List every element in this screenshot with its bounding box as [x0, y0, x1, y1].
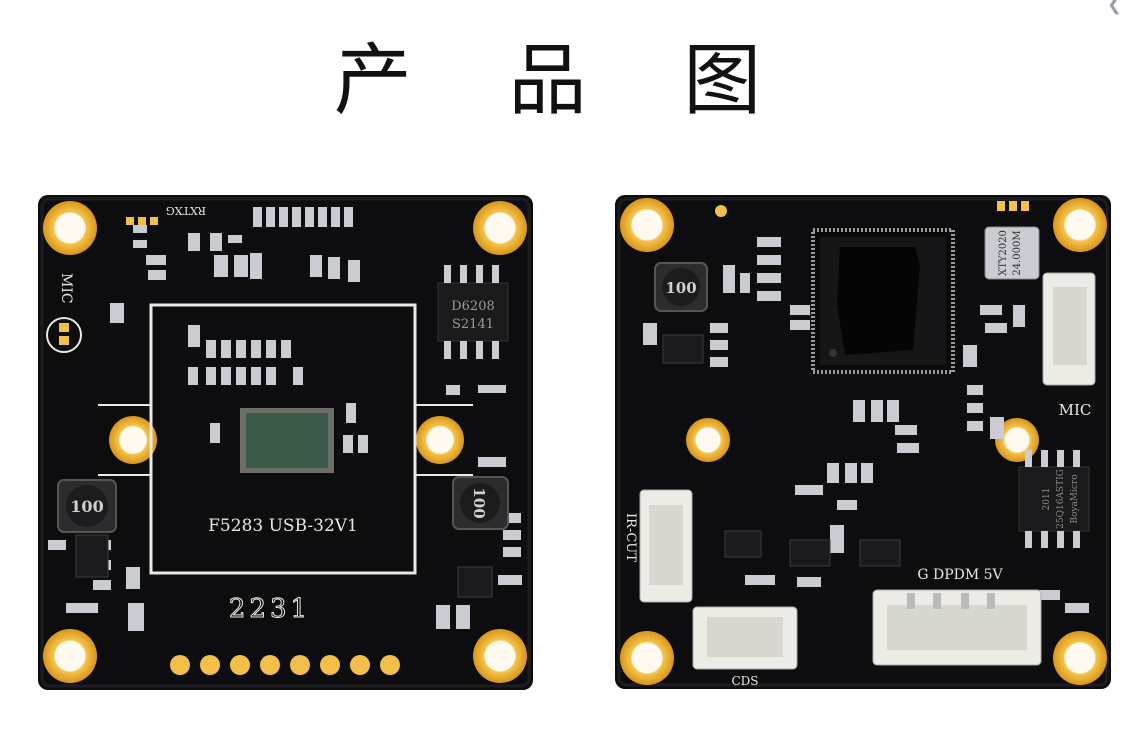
- svg-text:100: 100: [470, 487, 488, 518]
- svg-text:2011: 2011: [1042, 488, 1052, 511]
- crystal-oscillator: XTY2020 24.000M: [984, 226, 1040, 280]
- chevron-icon: ❮: [1107, 0, 1123, 15]
- svg-text:24.000M: 24.000M: [1012, 230, 1023, 275]
- rxtx-label: RXTXG: [166, 204, 206, 217]
- svg-text:BoyaMicro: BoyaMicro: [1070, 474, 1080, 523]
- mic-label: MIC: [58, 273, 74, 304]
- lens-mount-outline: [149, 303, 417, 575]
- ircut-connector: IR-CUT: [623, 489, 693, 603]
- inductor-left: 100: [57, 479, 117, 533]
- cds-connector: CDS: [692, 606, 798, 688]
- bottom-pads: [170, 655, 400, 675]
- ic-marking-bottom: S2141: [452, 317, 494, 332]
- svg-text:25Q16ASTIG: 25Q16ASTIG: [1056, 469, 1066, 529]
- model-silkscreen: F5283 USB-32V1: [208, 516, 358, 536]
- usb-pin-label: G DPDM 5V: [917, 567, 1003, 583]
- inductor-right: 100: [452, 476, 509, 530]
- mic-label: MIC: [1059, 401, 1092, 419]
- sop8-ic: D6208 S2141: [437, 265, 509, 359]
- svg-text:100: 100: [70, 497, 103, 516]
- svg-text:XTY2020: XTY2020: [998, 230, 1009, 276]
- mounting-holes: [620, 198, 1107, 685]
- page-title: 产 品 图: [333, 36, 798, 126]
- ircut-label: IR-CUT: [623, 513, 638, 562]
- inductor: 100: [654, 262, 708, 312]
- cds-label: CDS: [731, 674, 758, 688]
- pcb-back-image: XTY2020 24.000M 100: [615, 195, 1111, 689]
- flash-chip: BoyaMicro 25Q16ASTIG 2011: [1018, 450, 1090, 548]
- mounting-holes: [43, 201, 527, 683]
- svg-text:100: 100: [665, 279, 696, 297]
- mic-marker: MIC: [46, 273, 82, 353]
- main-processor: [811, 228, 955, 374]
- pcb-front-image: D6208 S2141 100 100 MIC RXTXG F5283 USB-…: [38, 195, 533, 690]
- usb-connector: G DPDM 5V: [872, 567, 1042, 666]
- serial-silkscreen: 2231: [229, 594, 311, 624]
- mic-connector: MIC: [1042, 272, 1096, 419]
- ic-marking-top: D6208: [451, 299, 495, 314]
- pcb-substrate: [615, 195, 1111, 689]
